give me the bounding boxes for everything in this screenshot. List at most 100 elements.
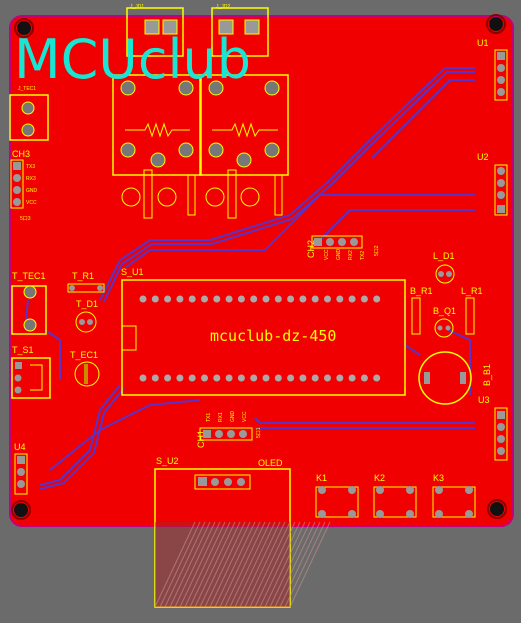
light-section: L_D1 B_R1 L_R1 B_Q1 B_B1 <box>410 251 492 405</box>
oled-hatch-line <box>224 521 266 608</box>
mcu-pin-bottom <box>176 374 184 382</box>
mcu-pin-bottom <box>139 374 147 382</box>
mcu-pin-top <box>176 295 184 303</box>
oled-hatch-line <box>159 521 201 608</box>
mcu-pin-top <box>262 295 270 303</box>
ch3-pin-1: TX3 <box>26 164 35 170</box>
s-u1-label: S_U1 <box>121 267 144 277</box>
button-k1: K1 <box>315 473 359 518</box>
mcu-module-s-u1: S_U1 mcuclub-dz-450 <box>121 267 406 396</box>
ch1-pin-3: GND <box>230 411 236 423</box>
module-u2: U2 <box>477 152 508 216</box>
mounting-holes <box>11 14 507 520</box>
ch3-pin-3: GND <box>26 188 38 194</box>
mcu-pin-top <box>164 295 172 303</box>
b-r1-label: B_R1 <box>410 286 433 296</box>
mcu-pin-top <box>225 295 233 303</box>
oled-hatch-line <box>259 521 301 608</box>
oled-hatch-line <box>204 521 246 608</box>
ch3-pin-2: RX3 <box>26 176 36 182</box>
relay-driver-parts <box>121 169 283 219</box>
t-ec1-label: T_EC1 <box>70 350 98 360</box>
oled-hatch-line <box>239 521 281 608</box>
mcu-pin-top <box>188 295 196 303</box>
oled-hatch-line <box>244 521 286 608</box>
oled-hatch-line <box>274 521 316 608</box>
relay-jd1: J_JD1 <box>112 4 202 176</box>
mcu-pin-top <box>360 295 368 303</box>
module-u4: U4 <box>14 442 28 495</box>
mcu-pin-bottom <box>311 374 319 382</box>
oled-hatch-line <box>169 521 211 608</box>
mcu-pin-top <box>336 295 344 303</box>
ch3-sub-label: 5口3 <box>20 216 31 222</box>
ch2-sub-label: 5口2 <box>374 245 380 256</box>
oled-hatch-line <box>229 521 271 608</box>
ch2-pin-3: RX2 <box>348 250 354 260</box>
chip-name: mcuclub-dz-450 <box>210 327 336 345</box>
t-d1-label: T_D1 <box>76 299 98 309</box>
mcu-pin-bottom <box>360 374 368 382</box>
l-d1-label: L_D1 <box>433 251 455 261</box>
mcu-pin-top <box>299 295 307 303</box>
mcu-pin-bottom <box>188 374 196 382</box>
oled-hatch-line <box>174 521 216 608</box>
oled-hatch-line <box>249 521 291 608</box>
header-ch1: CH1 TX1 RX1 GND VCC 5口1 <box>196 411 262 449</box>
u2-label: U2 <box>477 152 489 162</box>
oled-hatch-line <box>254 521 296 608</box>
t-s1-label: T_S1 <box>12 345 34 355</box>
mcu-pin-bottom <box>225 374 233 382</box>
ch2-pin-1: VCC <box>324 249 330 260</box>
mcu-pin-bottom <box>250 374 258 382</box>
k2-label: K2 <box>374 473 385 483</box>
ch2-label: CH2 <box>306 240 316 258</box>
oled-hatch-line <box>269 521 311 608</box>
s-u2-label: S_U2 <box>156 456 179 466</box>
mcu-pin-bottom <box>151 374 159 382</box>
oled-hatch-line <box>154 521 196 608</box>
oled-hatch-line <box>194 521 236 608</box>
oled-hatch-line <box>199 521 241 608</box>
mcu-pin-bottom <box>287 374 295 382</box>
oled-hatch-line <box>279 521 321 608</box>
oled-hatch-line <box>179 521 221 608</box>
ch1-pin-1: TX1 <box>206 413 212 422</box>
module-u3: U3 <box>478 395 508 461</box>
u3-label: U3 <box>478 395 490 405</box>
relay-jd2: J_JD2 <box>199 4 289 176</box>
mcu-pin-top <box>348 295 356 303</box>
ch1-pin-4: VCC <box>242 411 248 422</box>
ch2-pin-4: TX2 <box>360 251 366 260</box>
mcu-pin-top <box>213 295 221 303</box>
mcu-pin-top <box>274 295 282 303</box>
oled-hatch-line <box>214 521 256 608</box>
b-q1-label: B_Q1 <box>433 306 456 316</box>
button-k3: K3 <box>432 473 476 518</box>
brand-logo-text: MCUclub <box>14 28 251 91</box>
k3-label: K3 <box>433 473 444 483</box>
mcu-pin-bottom <box>373 374 381 382</box>
ch1-pin-2: RX1 <box>218 412 224 422</box>
u4-label: U4 <box>14 442 26 452</box>
mcu-pin-bottom <box>164 374 172 382</box>
mcu-pin-top <box>324 295 331 303</box>
ch2-pin-2: GND <box>336 249 342 261</box>
mcu-pin-top <box>373 295 381 303</box>
oled-label: OLED <box>258 458 283 468</box>
mcu-pin-bottom <box>237 374 245 382</box>
oled-hatch-line <box>184 521 226 608</box>
tec-section: T_TEC1 T_R1 T_D1 T_EC1 T_S1 <box>11 271 105 399</box>
mcu-pin-bottom <box>213 374 221 382</box>
l-r1-label: L_R1 <box>461 286 483 296</box>
button-k2: K2 <box>373 473 417 518</box>
oled-hatch-line <box>284 521 326 608</box>
k1-label: K1 <box>316 473 327 483</box>
oled-hatch-line <box>234 521 276 608</box>
mcu-pin-bottom <box>299 374 307 382</box>
t-tec1-label: T_TEC1 <box>12 271 46 281</box>
header-ch3: CH3 TX3 RX3 GND VCC 5口3 <box>10 149 38 222</box>
u1-label: U1 <box>477 38 489 48</box>
connector-j-tec1: J_TEC1 <box>9 86 49 141</box>
mcu-pin-bottom <box>348 374 356 382</box>
